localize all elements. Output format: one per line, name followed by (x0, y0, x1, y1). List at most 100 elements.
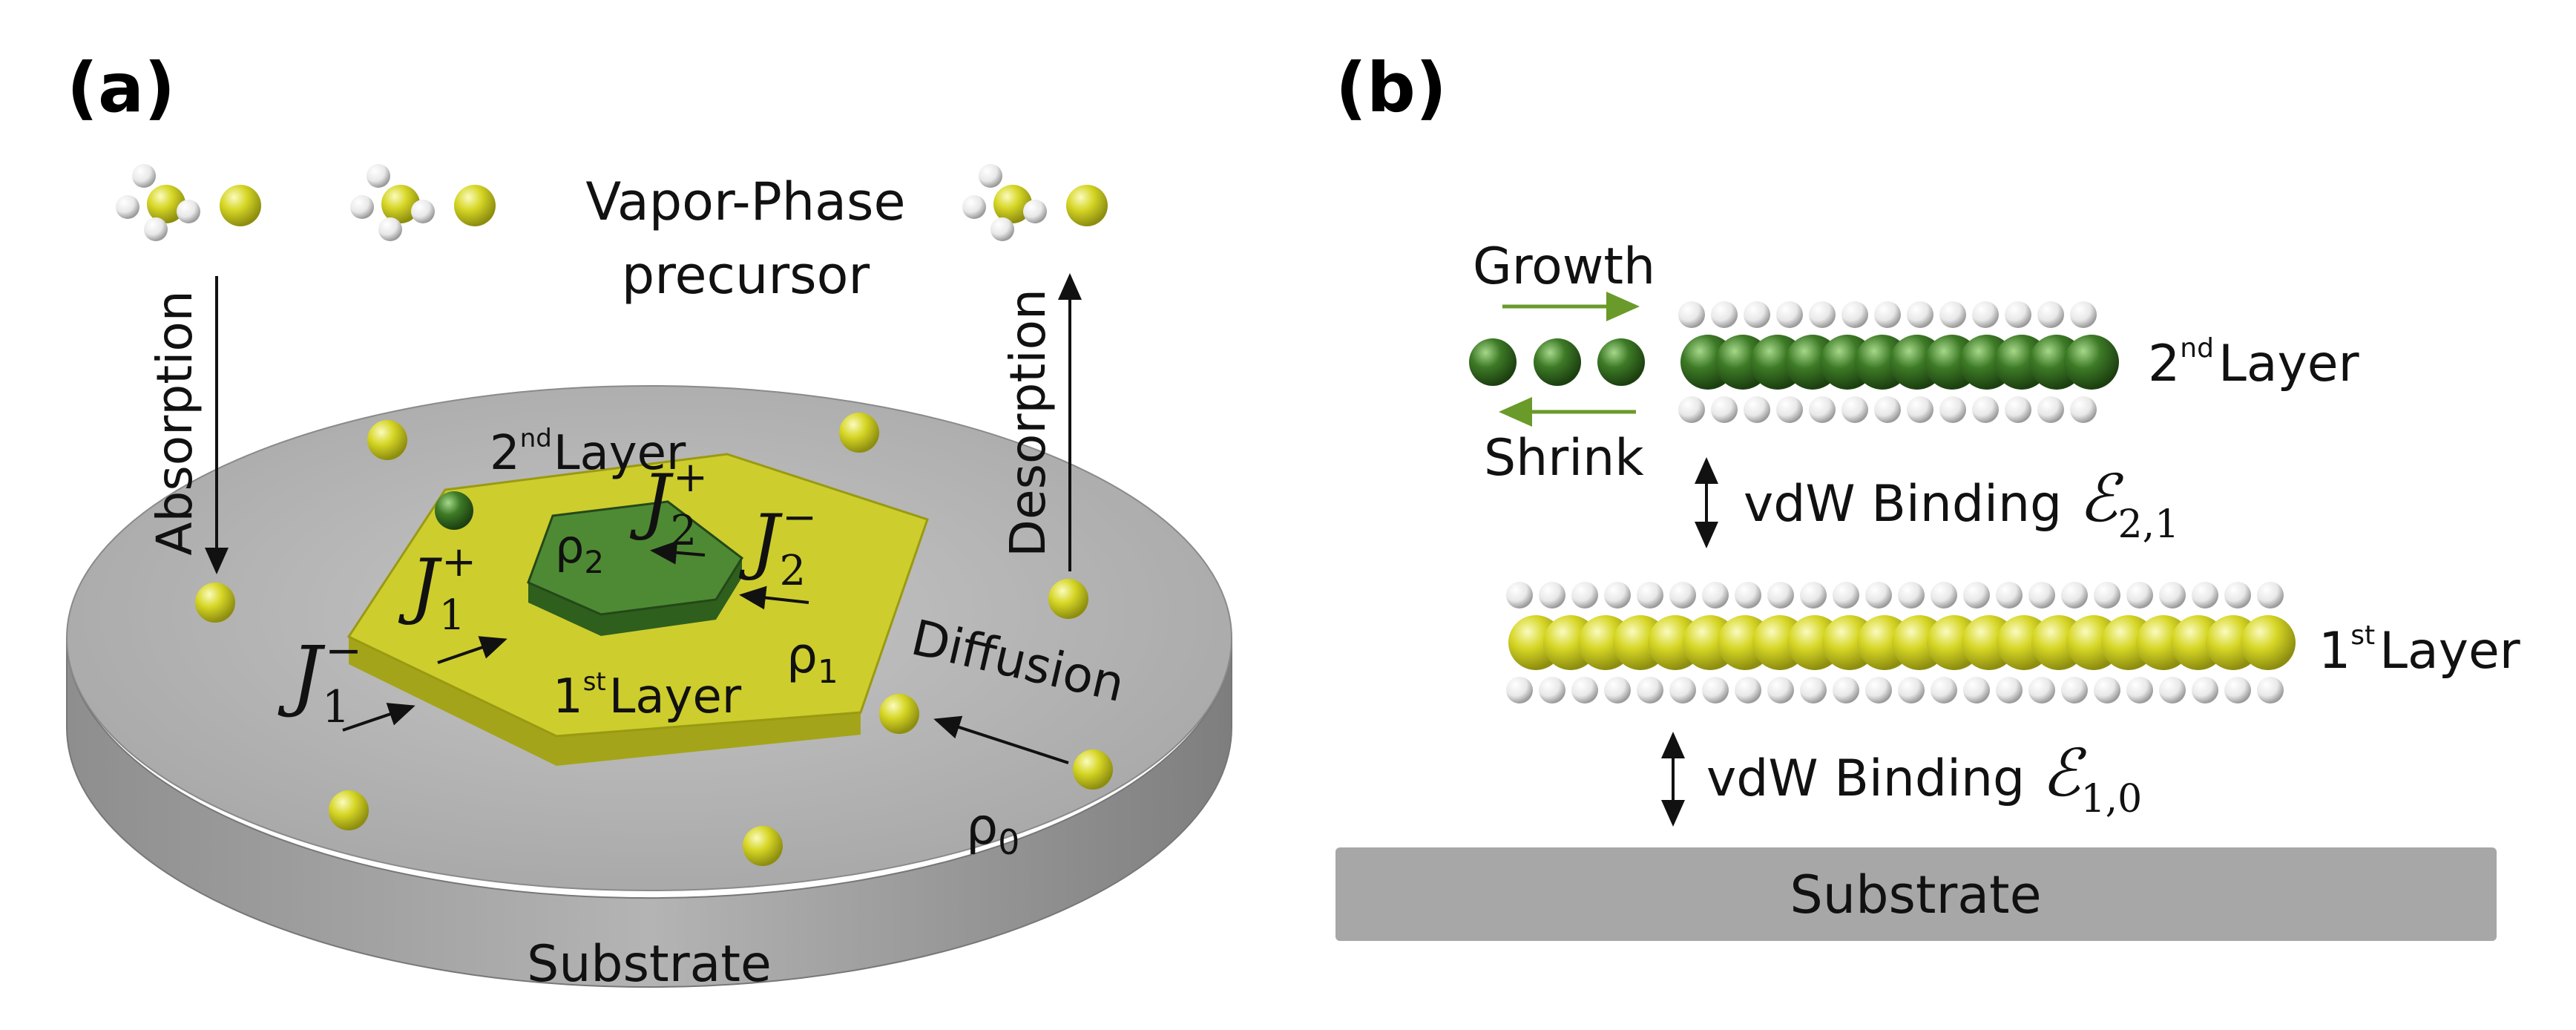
substrate-bar (1335, 847, 2497, 941)
chalcogen-atom (1996, 677, 2023, 703)
chalcogen-atom (1874, 301, 1901, 328)
chalcogen-atom (1744, 396, 1770, 423)
adatom (367, 420, 407, 460)
free-adatom (1534, 338, 1581, 386)
chalcogen-atom (2094, 582, 2120, 609)
first-layer-label-a: 1stLayer (553, 667, 742, 724)
chalcogen-atom (1711, 301, 1738, 328)
second-layer-top (527, 500, 743, 616)
absorption-label: Absorption (146, 290, 203, 555)
second-layer-lattice (1678, 301, 2119, 423)
chalcogen-atom (1735, 677, 1761, 703)
adatom (195, 583, 235, 623)
chalcogen-atom (1539, 582, 1565, 609)
chalcogen-atom (1506, 582, 1533, 609)
diffusion-arrow (933, 715, 1069, 764)
chalcogen-atom (1972, 396, 1999, 423)
free-adatom (1597, 338, 1645, 386)
chalcogen-atom (1800, 677, 1827, 703)
adatom-green (435, 491, 473, 530)
chalcogen-atom (1898, 582, 1925, 609)
chalcogen-atom (1865, 677, 1892, 703)
first-layer-side (349, 637, 861, 766)
chalcogen-atom (1931, 677, 1957, 703)
chalcogen-atom (1711, 396, 1738, 423)
chalcogen-atom (1898, 677, 1925, 703)
chalcogen-atom (2224, 677, 2251, 703)
vapor-phase-label: Vapor-Phase (585, 171, 905, 232)
chalcogen-atom (1669, 677, 1696, 703)
chalcogen-atom (1939, 396, 1966, 423)
chalcogen-atom (1809, 301, 1836, 328)
J2-minus-arrow (739, 585, 809, 610)
chalcogen-atom (1702, 677, 1729, 703)
panel-b-label: (b) (1335, 48, 1447, 128)
chalcogen-atom (2192, 677, 2218, 703)
chalcogen-atom (1996, 582, 2023, 609)
chalcogen-atom (2070, 301, 2097, 328)
chalcogen-atom (1571, 677, 1598, 703)
chalcogen-atom (1678, 301, 1705, 328)
chalcogen-atom (1776, 396, 1803, 423)
panel-a: (a) Substrate (66, 48, 1232, 994)
chalcogen-atom (1669, 582, 1696, 609)
chalcogen-atom (1865, 582, 1892, 609)
chalcogen-atom (1931, 582, 1957, 609)
chalcogen-atom (2037, 301, 2064, 328)
chalcogen-atom (1637, 677, 1663, 703)
precursor-label: precursor (622, 245, 870, 306)
chalcogen-atom (2005, 301, 2031, 328)
substrate-disk-side (66, 637, 1232, 988)
panel-a-label: (a) (67, 48, 175, 128)
chalcogen-atom (2028, 677, 2055, 703)
chalcogen-atom (2126, 582, 2153, 609)
second-layer-label-b: 2ndLayer (2148, 333, 2359, 393)
adatom (1048, 579, 1088, 619)
chalcogen-atom (2159, 582, 2186, 609)
rho1-label: ρ1 (786, 627, 838, 691)
second-layer-hexagon (527, 500, 743, 636)
chalcogen-atom (2224, 582, 2251, 609)
adatom (329, 790, 369, 830)
growth-label: Growth (1473, 237, 1655, 296)
chalcogen-atom (1939, 301, 1966, 328)
first-layer-label-b: 1stLayer (2319, 620, 2520, 680)
adatom (839, 413, 879, 453)
chalcogen-atom (2061, 677, 2088, 703)
metal-atom (2241, 615, 2296, 670)
first-layer-lattice (1506, 582, 2296, 703)
chalcogen-atom (1767, 677, 1794, 703)
chalcogen-atom (1841, 396, 1868, 423)
panel-b: (b) Growth Shrink 2ndLayer 1stLayer vdW … (1335, 48, 2520, 941)
J1-plus-arrow (437, 636, 507, 664)
chalcogen-atom (1874, 396, 1901, 423)
second-layer-side (528, 558, 742, 636)
chalcogen-atom (2257, 677, 2284, 703)
chalcogen-atom (1678, 396, 1705, 423)
adatom (1073, 749, 1113, 790)
precursor-molecule (116, 164, 261, 241)
free-adatom (1469, 338, 1517, 386)
free-adatoms (1469, 338, 1645, 386)
chalcogen-atom (2126, 677, 2153, 703)
chalcogen-atom (2005, 396, 2031, 423)
adatom (743, 826, 783, 866)
chalcogen-atom (2159, 677, 2186, 703)
chalcogen-atom (1702, 582, 1729, 609)
second-layer-label-a: 2ndLayer (490, 424, 686, 481)
chalcogen-atom (1735, 582, 1761, 609)
chalcogen-atom (2192, 582, 2218, 609)
chalcogen-atom (1833, 582, 1859, 609)
chalcogen-atom (1963, 582, 1990, 609)
chalcogen-atom (1833, 677, 1859, 703)
chalcogen-atom (2037, 396, 2064, 423)
substrate-bar-label: Substrate (1790, 865, 2041, 925)
chalcogen-atom (1972, 301, 1999, 328)
chalcogen-atom (1963, 677, 1990, 703)
substrate-adatoms (195, 413, 1113, 866)
chalcogen-atom (1637, 582, 1663, 609)
chalcogen-atom (1841, 301, 1868, 328)
